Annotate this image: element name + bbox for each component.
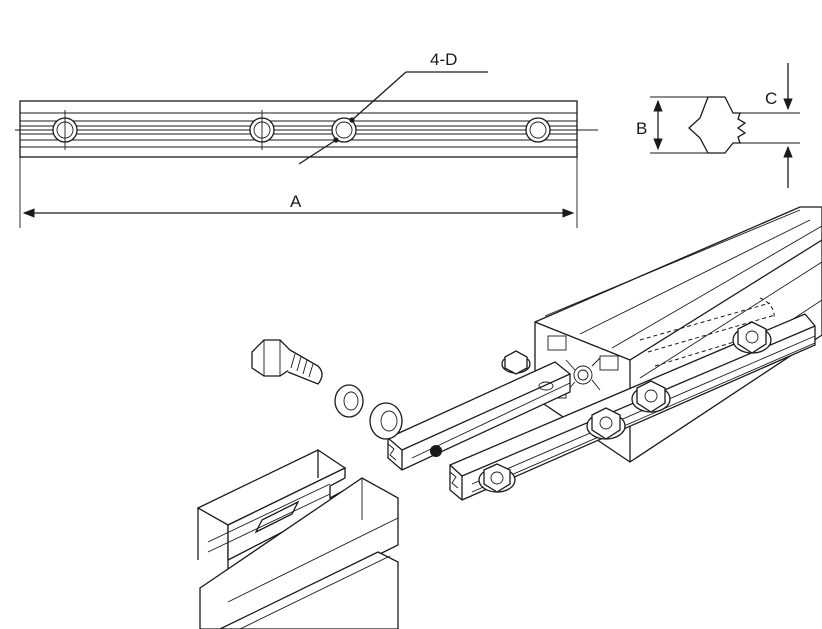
mounting-hole [525, 117, 551, 143]
hole-count-label: 4-D [430, 50, 457, 69]
hex-bolt [586, 407, 626, 440]
plate-top-view [15, 100, 598, 158]
length-label: A [290, 192, 302, 211]
thickness-label: C [765, 89, 777, 108]
spring-washer [334, 384, 364, 418]
loose-connector-plate [387, 361, 571, 471]
hex-bolt [631, 380, 671, 413]
loose-screw [251, 339, 323, 385]
length-dimension [19, 157, 578, 228]
mounting-hole [52, 110, 78, 150]
flat-washer [369, 402, 403, 440]
height-label: B [636, 119, 647, 138]
plate-side-profile [650, 63, 800, 188]
hex-bolt [478, 463, 516, 493]
hex-bolt [501, 350, 531, 375]
plate-holes [52, 110, 551, 150]
profile-end-lower [196, 449, 399, 629]
mounting-hole [249, 110, 275, 150]
hole-leader [298, 71, 488, 165]
hex-bolt [732, 321, 772, 354]
mounting-hole [331, 117, 357, 143]
